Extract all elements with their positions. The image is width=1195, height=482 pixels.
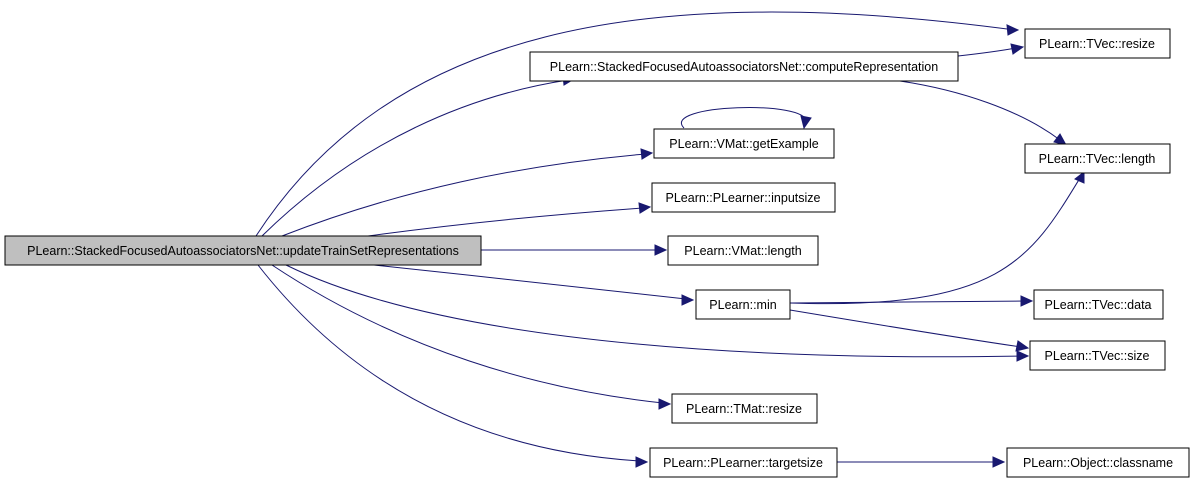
node-label: PLearn::VMat::length	[684, 244, 801, 258]
edge-root-to-tvec-size	[285, 264, 1030, 362]
edge-root-to-min	[373, 264, 695, 306]
edge-root-to-tvec-resize	[255, 11, 1020, 237]
node-label: PLearn::TVec::size	[1045, 349, 1150, 363]
node-object-classname[interactable]: PLearn::Object::classname	[1006, 447, 1190, 478]
edge-getexample-self-loop	[680, 107, 812, 130]
edge-root-to-vmat-getexample	[281, 148, 654, 237]
node-plearner-inputsize[interactable]: PLearn::PLearner::inputsize	[651, 182, 836, 213]
edge-root-to-plearner-targetsize	[257, 264, 649, 468]
node-label: PLearn::TVec::resize	[1039, 37, 1155, 51]
node-compute-representation[interactable]: PLearn::StackedFocusedAutoassociatorsNet…	[529, 51, 959, 82]
node-vmat-getexample[interactable]: PLearn::VMat::getExample	[653, 128, 835, 159]
node-label: PLearn::StackedFocusedAutoassociatorsNet…	[27, 244, 459, 258]
node-tvec-data[interactable]: PLearn::TVec::data	[1033, 289, 1164, 320]
node-label: PLearn::Object::classname	[1023, 456, 1173, 470]
node-tmat-resize[interactable]: PLearn::TMat::resize	[671, 393, 818, 424]
node-update-train-set-representations[interactable]: PLearn::StackedFocusedAutoassociatorsNet…	[4, 235, 482, 266]
node-label: PLearn::PLearner::inputsize	[666, 191, 821, 205]
edge-targetsize-to-object-classname	[837, 456, 1006, 468]
edge-min-to-tvec-size	[789, 309, 1030, 352]
edge-root-to-compute-representation	[261, 74, 576, 237]
edge-root-to-vmat-length	[481, 244, 668, 256]
edge-root-to-plearner-inputsize	[367, 202, 652, 237]
edge-compute-to-tvec-length	[899, 80, 1067, 146]
edge-min-to-tvec-data	[789, 295, 1034, 307]
node-label: PLearn::min	[709, 298, 776, 312]
node-tvec-size[interactable]: PLearn::TVec::size	[1029, 340, 1166, 371]
node-label: PLearn::TVec::data	[1044, 298, 1151, 312]
node-label: PLearn::TVec::length	[1039, 152, 1156, 166]
node-plearner-targetsize[interactable]: PLearn::PLearner::targetsize	[649, 447, 838, 478]
node-tvec-length[interactable]: PLearn::TVec::length	[1024, 143, 1171, 174]
node-label: PLearn::VMat::getExample	[669, 137, 818, 151]
node-vmat-length[interactable]: PLearn::VMat::length	[667, 235, 819, 266]
node-label: PLearn::TMat::resize	[686, 402, 802, 416]
node-label: PLearn::PLearner::targetsize	[663, 456, 823, 470]
node-label: PLearn::StackedFocusedAutoassociatorsNet…	[550, 60, 938, 74]
edge-root-to-tmat-resize	[271, 264, 672, 410]
node-tvec-resize[interactable]: PLearn::TVec::resize	[1024, 28, 1171, 59]
node-min[interactable]: PLearn::min	[695, 289, 791, 320]
edge-compute-to-tvec-resize	[957, 43, 1025, 57]
